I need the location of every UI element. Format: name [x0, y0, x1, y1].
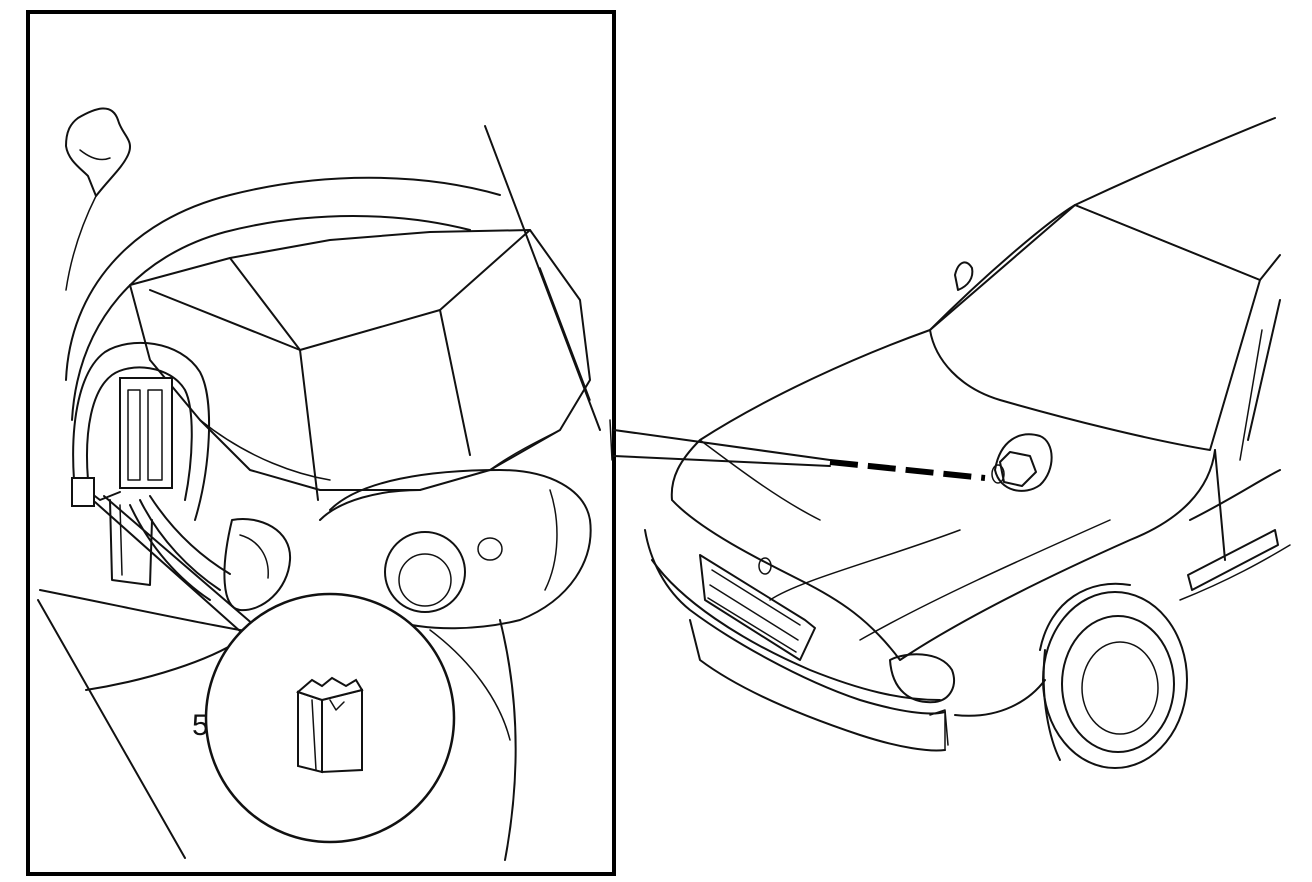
bulb-socket [71, 341, 211, 586]
headlamp-housing [65, 176, 501, 381]
front-grille [699, 554, 816, 661]
pointer-arrow [613, 429, 986, 481]
rubber-boot [223, 518, 292, 612]
headlamp-location-marker [991, 433, 1053, 492]
front-headlight [889, 653, 955, 704]
adjuster-hole [384, 531, 466, 613]
side-trim [1187, 529, 1279, 591]
windshield [929, 204, 1261, 451]
leader-line [94, 501, 251, 641]
detail-panel: 5 [26, 10, 616, 876]
hood [670, 329, 1216, 661]
lamp-base [329, 469, 592, 630]
pointer-dashes [829, 459, 986, 481]
hood-emblem [758, 557, 772, 575]
callout-label-5: 5 [192, 709, 209, 742]
front-wheel [1039, 582, 1188, 769]
detail-panel-frame [26, 10, 616, 876]
side-mirror [954, 261, 974, 291]
wiring-harness [139, 499, 221, 591]
car-overview [644, 117, 1291, 769]
hand-outline [65, 107, 131, 197]
retaining-clip [296, 676, 364, 774]
car-roofline [929, 117, 1276, 331]
front-bumper [644, 529, 946, 715]
